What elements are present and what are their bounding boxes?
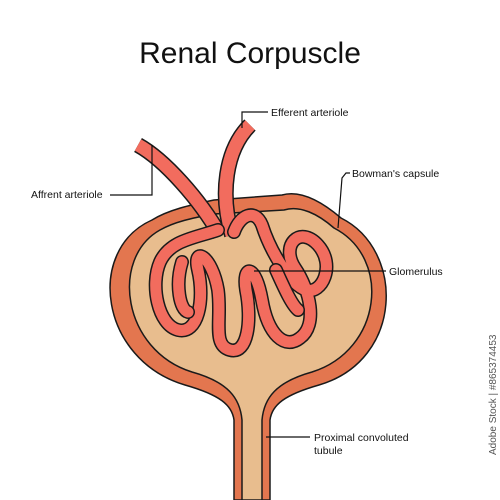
- capillary-inner-loop: [173, 256, 304, 318]
- efferent-leader: [241, 111, 268, 128]
- label-pct-line2: tubule: [314, 445, 343, 457]
- label-glomerulus: Glomerulus: [389, 266, 443, 278]
- diagram-title: Renal Corpuscle: [139, 37, 361, 70]
- label-pct-line1: Proximal convoluted: [314, 432, 409, 444]
- afferent-arteriole: [134, 139, 226, 239]
- afferent-leader: [110, 145, 153, 196]
- watermark-text: Adobe Stock | #865374453: [488, 334, 499, 455]
- capsule-inner-space: [128, 207, 373, 500]
- efferent-arteriole: [219, 120, 255, 237]
- bowman-leader: [337, 172, 350, 229]
- leader-lines: [110, 111, 386, 438]
- glomerulus: [133, 119, 334, 358]
- capillary-loops: [150, 209, 332, 356]
- label-efferent-arteriole: Efferent arteriole: [271, 107, 349, 119]
- label-bowmans-capsule: Bowman's capsule: [352, 168, 439, 180]
- label-afferent-arteriole: Affrent arteriole: [31, 189, 103, 201]
